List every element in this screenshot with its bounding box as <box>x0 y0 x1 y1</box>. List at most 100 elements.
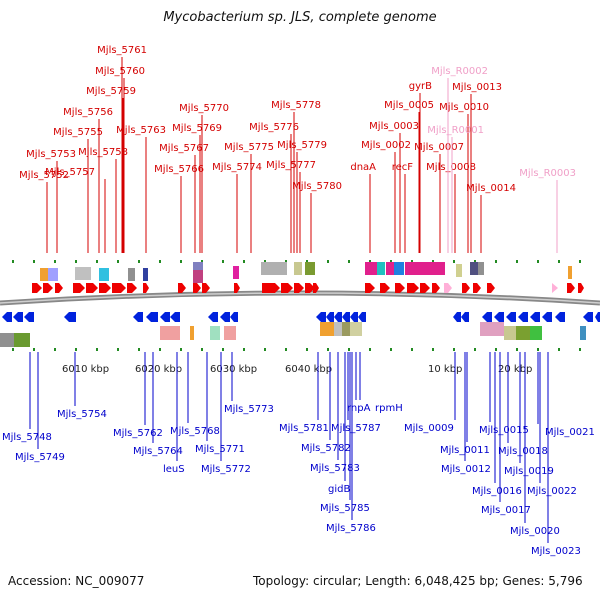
ruler-tick <box>243 260 245 263</box>
ruler-tick <box>474 348 476 351</box>
reverse-gene-label: Mjls_0015 <box>479 425 529 436</box>
ruler-tick <box>33 348 35 351</box>
reverse-gene-arrow <box>2 312 12 322</box>
ruler-tick <box>12 348 14 351</box>
feature-block <box>386 262 394 275</box>
forward-gene-label: Mjls_0003 <box>369 121 419 132</box>
map-title: Mycobacterium sp. JLS, complete genome <box>163 10 437 25</box>
ruler-tick <box>54 348 56 351</box>
ruler-tick <box>117 260 119 263</box>
reverse-gene-arrow <box>13 312 23 322</box>
feature-block <box>350 322 362 336</box>
reverse-gene-arrow <box>518 312 528 322</box>
forward-gene-label: dnaA <box>350 162 376 173</box>
ruler-tick <box>33 260 35 263</box>
forward-gene-arrow <box>112 283 126 293</box>
reverse-gene-label: Mjls_5771 <box>195 444 245 455</box>
ruler-tick <box>474 260 476 263</box>
reverse-gene-label: Mjls_5783 <box>310 463 360 474</box>
ruler-tick <box>75 260 77 263</box>
feature-block <box>190 326 194 340</box>
ruler-label: 10 kbp <box>428 364 462 375</box>
reverse-gene-labels: Mjls_5748Mjls_5749Mjls_5754Mjls_5762Mjls… <box>2 352 595 557</box>
forward-gene-arrow <box>365 283 375 293</box>
reverse-gene-label: Mjls_0017 <box>481 505 531 516</box>
feature-block <box>478 262 484 275</box>
reverse-gene-label: Mjls_0022 <box>527 486 577 497</box>
forward-gene-arrow <box>55 283 63 293</box>
reverse-gene-arrow <box>461 312 469 322</box>
feature-block <box>530 326 542 340</box>
feature-block <box>456 264 462 277</box>
reverse-gene-label: Mjls_0012 <box>441 464 491 475</box>
feature-block <box>480 322 504 336</box>
feature-block <box>425 262 445 275</box>
ruler-tick <box>306 260 308 263</box>
ruler-tick <box>138 260 140 263</box>
feature-block <box>48 268 58 281</box>
accession-text: Accession: NC_009077 <box>8 574 145 588</box>
reverse-gene-arrow <box>506 312 516 322</box>
ruler-tick <box>243 348 245 351</box>
forward-gene-arrow <box>99 283 111 293</box>
reverse-gene-arrow <box>350 312 358 322</box>
tick-marks <box>12 260 581 351</box>
ruler-tick <box>222 260 224 263</box>
forward-gene-label: Mjls_5767 <box>159 143 209 154</box>
ruler-tick <box>306 348 308 351</box>
feature-block <box>470 262 478 275</box>
ruler-label: 6030 kbp <box>210 364 257 375</box>
forward-gene-label: Mjls_5776 <box>249 122 299 133</box>
reverse-gene-arrow <box>542 312 552 322</box>
forward-gene-arrow <box>202 283 210 293</box>
ruler-tick <box>264 348 266 351</box>
ruler-tick <box>432 348 434 351</box>
forward-gene-arrow <box>294 283 304 293</box>
forward-gene-arrow <box>313 283 319 293</box>
ruler-tick <box>222 348 224 351</box>
reverse-gene-arrow <box>583 312 593 322</box>
ruler-tick <box>495 348 497 351</box>
forward-gene-label: Mjls_5779 <box>277 140 327 151</box>
forward-gene-arrow <box>462 283 470 293</box>
reverse-gene-label: Mjls_5782 <box>301 443 351 454</box>
reverse-gene-label: Mjls_5754 <box>57 409 107 420</box>
genome-summary-text: Topology: circular; Length: 6,048,425 bp… <box>253 574 583 588</box>
feature-block <box>143 268 148 281</box>
forward-gene-label: Mjls_0002 <box>361 140 411 151</box>
reverse-gene-label: Mjls_5749 <box>15 452 65 463</box>
rna-gene-label: Mjls_R0002 <box>431 66 488 77</box>
ruler-tick <box>390 260 392 263</box>
reverse-gene-arrow <box>453 312 461 322</box>
forward-gene-arrow <box>395 283 405 293</box>
forward-gene-arrow <box>305 283 315 293</box>
reverse-gene-label: gidB <box>328 484 350 495</box>
reverse-gene-label: rpmH <box>375 403 403 414</box>
reverse-gene-label: Mjls_0009 <box>404 423 454 434</box>
reverse-gene-label: Mjls_0016 <box>472 486 522 497</box>
reverse-gene-arrow <box>146 312 158 322</box>
reverse-gene-label: Mjls_5786 <box>326 523 376 534</box>
reverse-gene-label: Mjls_5785 <box>320 503 370 514</box>
reverse-gene-label: rnpA <box>347 403 371 414</box>
reverse-gene-label: Mjls_5781 <box>279 423 329 434</box>
forward-gene-label: Mjls_5778 <box>271 100 321 111</box>
feature-block <box>0 333 14 347</box>
ruler-tick <box>390 348 392 351</box>
forward-gene-arrow <box>578 283 584 293</box>
ruler-tick <box>579 260 581 263</box>
reverse-gene-arrow <box>160 312 170 322</box>
feature-block <box>224 326 236 340</box>
ruler-tick <box>453 348 455 351</box>
ruler-tick <box>348 348 350 351</box>
ruler-tick <box>327 260 329 263</box>
forward-gene-arrow <box>473 283 481 293</box>
feature-block <box>365 262 377 275</box>
forward-gene-label: Mjls_5769 <box>172 123 222 134</box>
reverse-gene-arrow <box>555 312 565 322</box>
ruler-tick <box>516 260 518 263</box>
ruler-tick <box>285 260 287 263</box>
ruler-tick <box>453 260 455 263</box>
forward-gene-labels: Mjls_5761Mjls_5760Mjls_5759Mjls_5756Mjls… <box>19 45 576 253</box>
